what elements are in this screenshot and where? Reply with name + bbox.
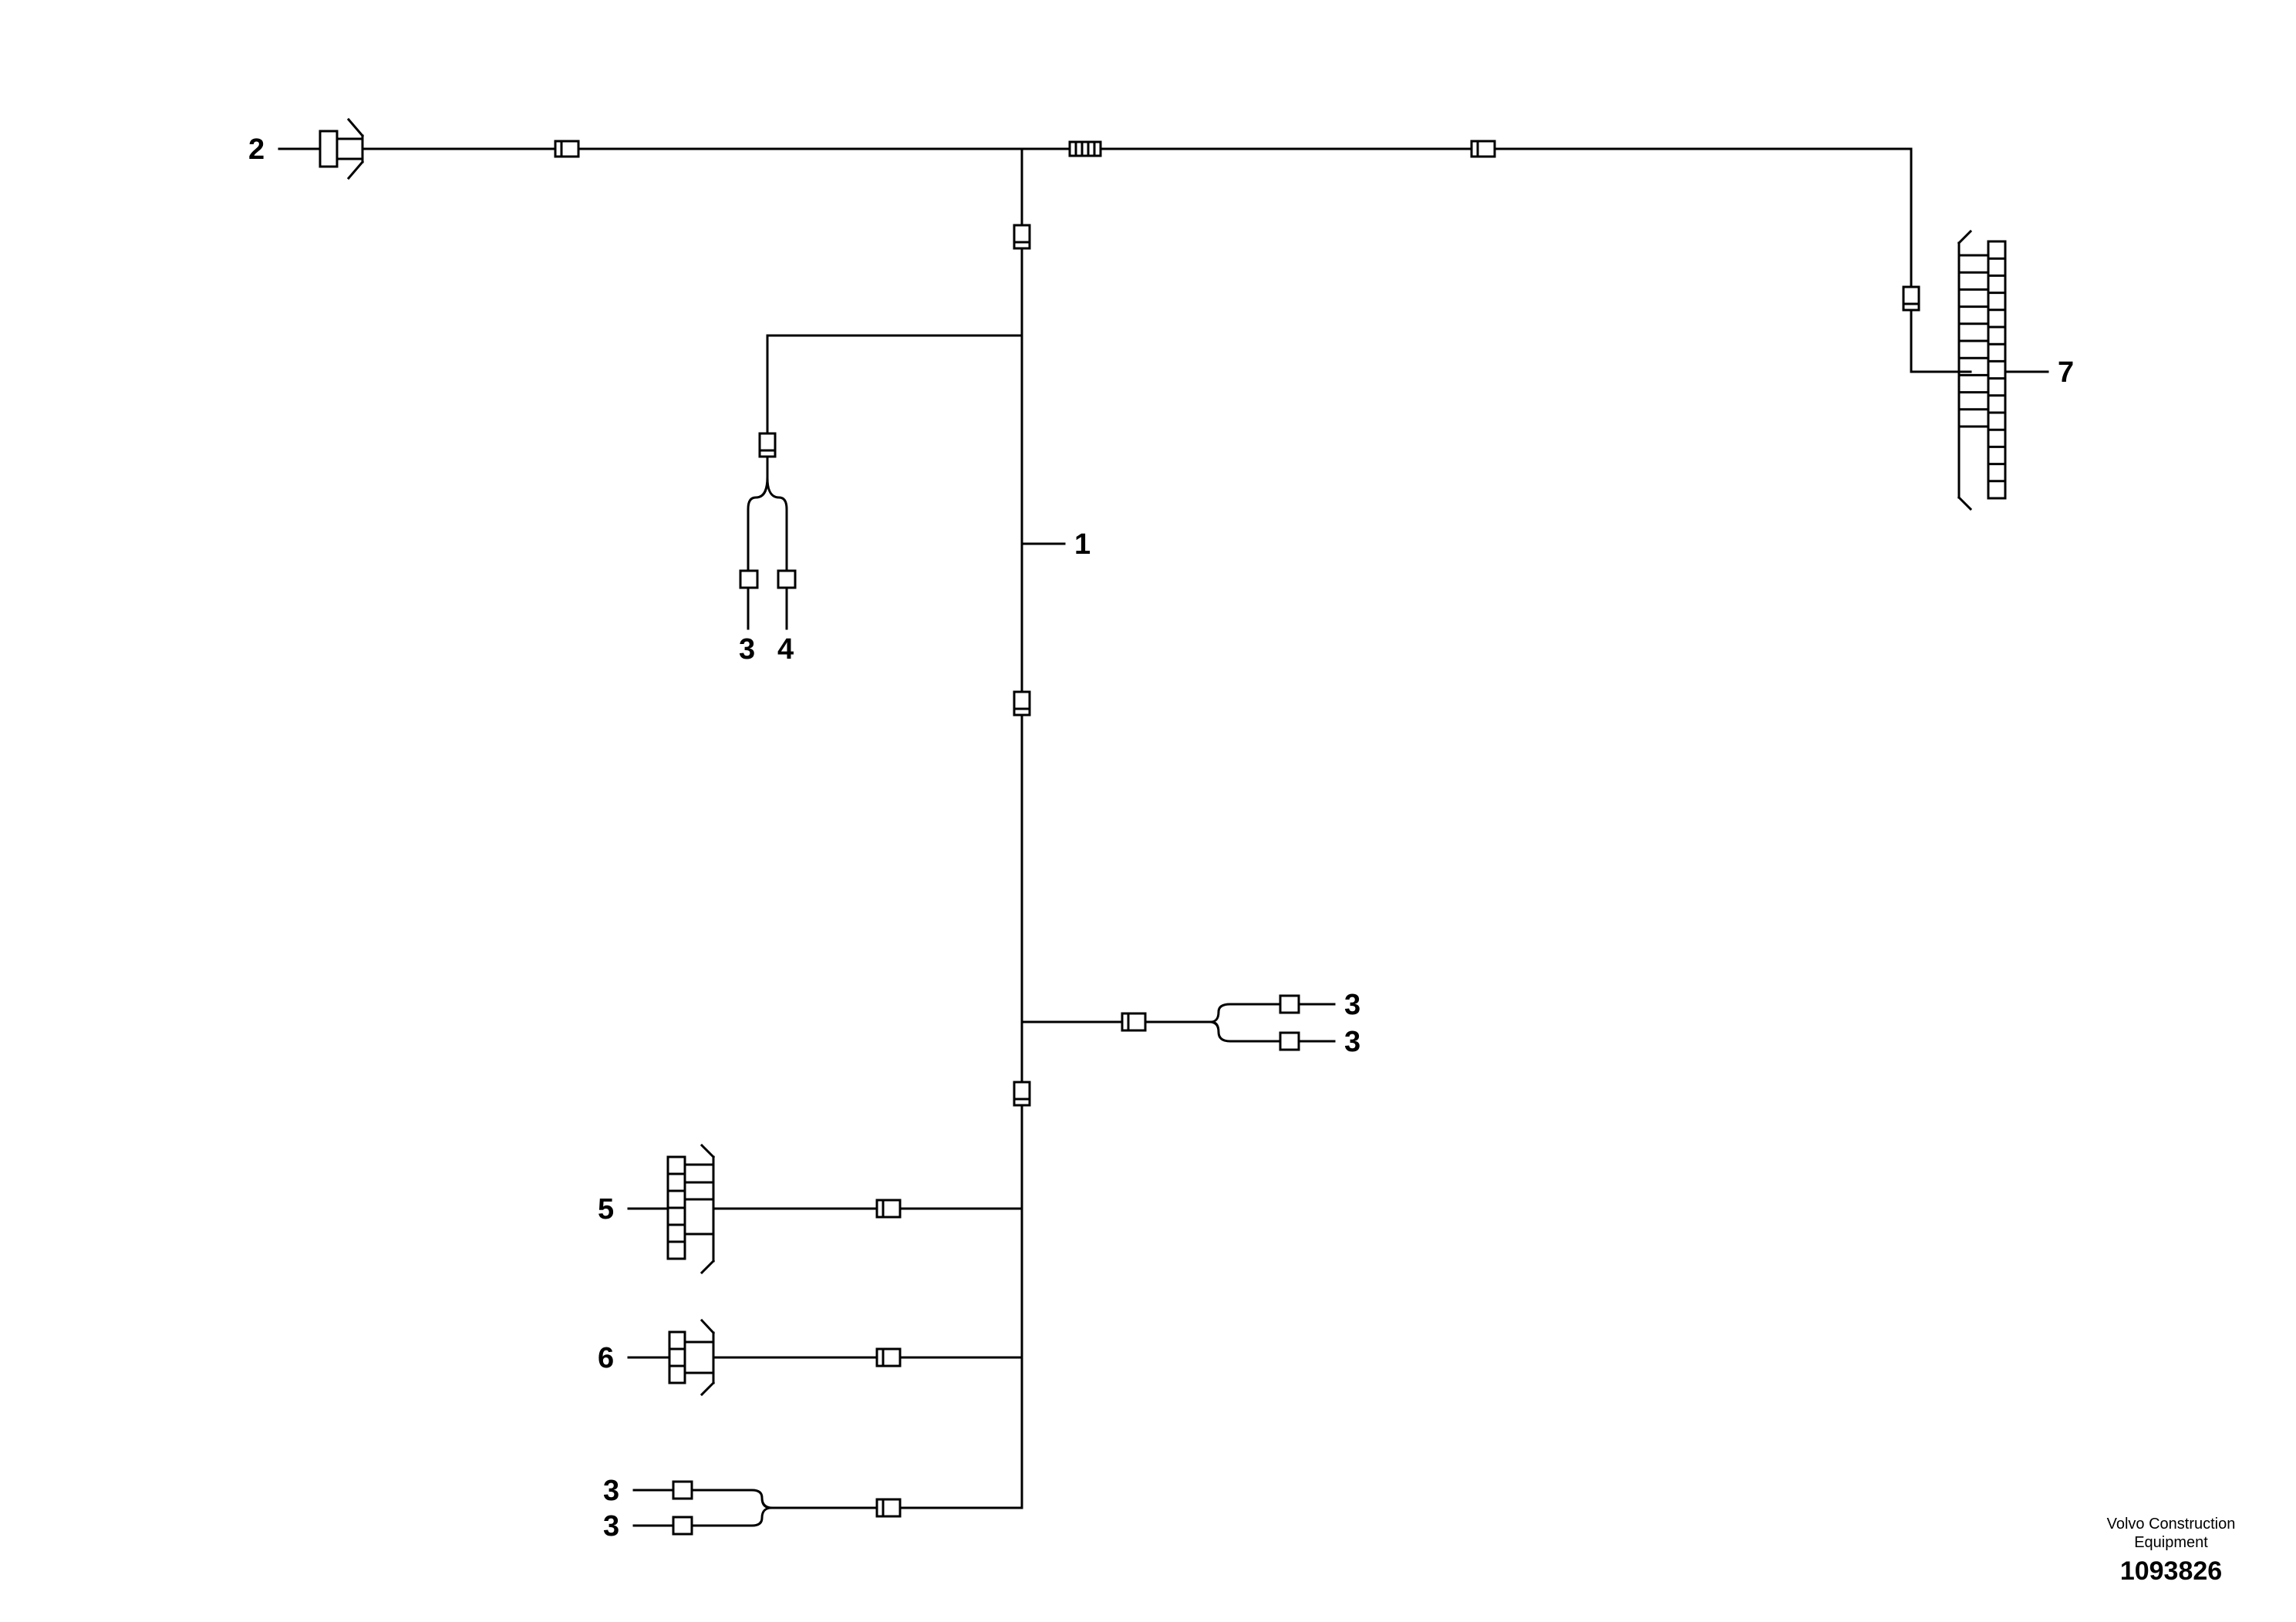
callout-sensor-3-right-lower: 3 [1344, 1026, 1360, 1058]
callout-sensor-3-bottom-upper: 3 [603, 1475, 619, 1507]
inline-connector-top-1 [554, 140, 580, 158]
sensor-3-right-lower[interactable] [1279, 1031, 1300, 1051]
main-wiring [361, 147, 1972, 1509]
inline-connector-trunk-1 [1013, 224, 1031, 250]
sensor-3-bottom-upper[interactable] [672, 1480, 693, 1500]
inline-connector-trunk-3 [1013, 1081, 1031, 1107]
callout-sensor-3-right-upper: 3 [1344, 989, 1360, 1021]
callout-harness: 1 [1074, 528, 1091, 561]
footer: Volvo Construction Equipment 1093826 [2107, 1516, 2236, 1586]
connector-2[interactable] [278, 117, 365, 180]
sensor-3-bottom-lower[interactable] [672, 1516, 693, 1536]
callout-connector-2: 2 [248, 133, 265, 166]
connector-6[interactable] [627, 1318, 716, 1397]
inline-connector-right-drop [1902, 285, 1920, 312]
connector-5[interactable] [627, 1143, 716, 1275]
sensor-3-upper-left[interactable] [739, 569, 759, 589]
branch-connector-5 [712, 1199, 1023, 1219]
inline-connector-top-2 [1068, 140, 1102, 157]
branch-sensors-3-4 [747, 432, 788, 630]
publisher-line-2: Equipment [2134, 1534, 2208, 1551]
callout-sensor-3-bottom-lower: 3 [603, 1510, 619, 1543]
callout-connector-5: 5 [598, 1193, 614, 1226]
callout-connector-7: 7 [2058, 356, 2074, 389]
connector-7[interactable] [1957, 229, 2049, 511]
sensor-3-right-upper[interactable] [1279, 994, 1300, 1014]
callout-sensor-3-upper-left: 3 [739, 633, 755, 666]
sensor-4-upper-left[interactable] [777, 569, 797, 589]
callout-sensor-4-upper-left: 4 [777, 633, 794, 666]
branch-connector-6 [712, 1347, 1023, 1367]
branch-sensors-bottom [632, 1489, 1023, 1527]
callout-connector-6: 6 [598, 1342, 614, 1374]
inline-connector-top-3 [1470, 140, 1496, 158]
publisher-line-1: Volvo Construction [2107, 1516, 2236, 1533]
document-number: 1093826 [2120, 1556, 2222, 1586]
branch-sensors-right [1020, 1003, 1336, 1043]
callout-labels: 1 2 3 4 3 3 5 6 3 3 7 [248, 133, 2074, 1543]
inline-connector-trunk-2 [1013, 690, 1031, 717]
